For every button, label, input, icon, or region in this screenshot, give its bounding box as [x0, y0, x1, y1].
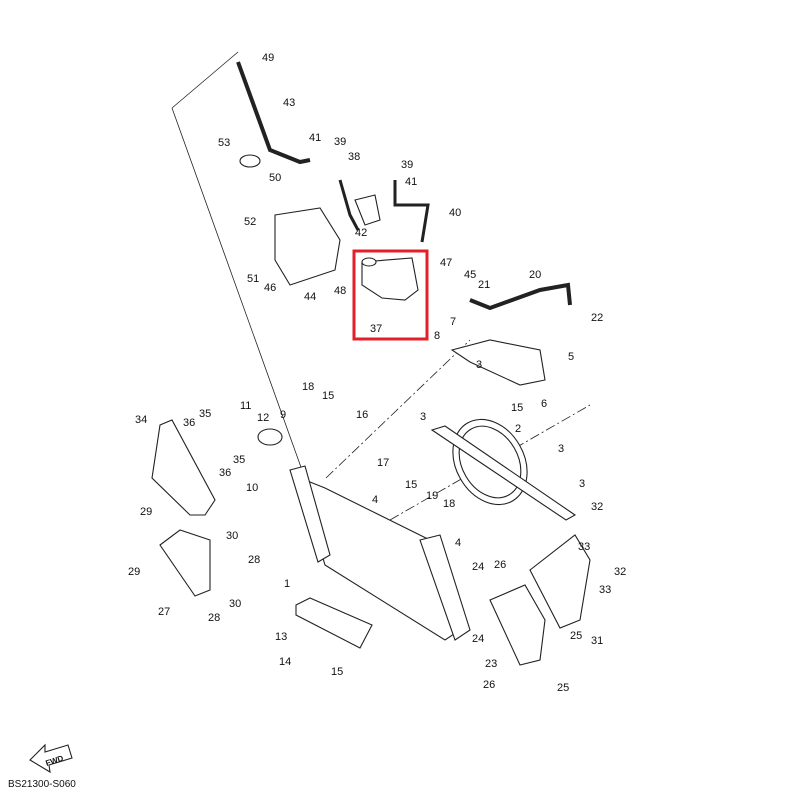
bracket-27	[159, 529, 211, 597]
reservoir-tank-37	[361, 257, 419, 301]
hose-38	[338, 179, 360, 231]
callout-39: 39	[334, 136, 346, 148]
callout-17: 17	[377, 457, 389, 469]
radiator-side-tank-right	[419, 534, 471, 641]
callout-11: 11	[240, 400, 251, 412]
callout-36: 36	[219, 467, 231, 479]
callout-29: 29	[128, 566, 140, 578]
callout-33: 33	[599, 584, 611, 596]
callout-18: 18	[302, 381, 314, 393]
callout-24: 24	[472, 561, 484, 573]
callout-23: 23	[485, 658, 497, 670]
callout-26: 26	[494, 559, 506, 571]
callout-32: 32	[591, 501, 603, 513]
callout-16: 16	[356, 409, 368, 421]
callout-28: 28	[248, 554, 260, 566]
callout-5: 5	[568, 351, 574, 363]
callout-53: 53	[218, 137, 230, 149]
callout-18: 18	[443, 498, 455, 510]
callout-41: 41	[405, 176, 417, 188]
bracket-23	[489, 584, 546, 666]
clamp-53	[239, 154, 261, 168]
callout-38: 38	[348, 151, 360, 163]
callout-2: 2	[515, 423, 521, 435]
callout-35: 35	[233, 454, 245, 466]
callout-33: 33	[578, 541, 590, 553]
callout-51: 51	[247, 273, 259, 285]
callout-27: 27	[158, 606, 170, 618]
callout-21: 21	[478, 279, 490, 291]
callout-15: 15	[331, 666, 343, 678]
side-cover-31	[529, 534, 591, 629]
assembly-line	[171, 51, 303, 471]
radiator-side-tank	[289, 465, 331, 563]
callout-40: 40	[449, 207, 461, 219]
callout-47: 47	[440, 257, 452, 269]
assembly-line	[325, 339, 591, 521]
callout-24: 24	[472, 633, 484, 645]
callout-22: 22	[591, 312, 603, 324]
callout-3: 3	[420, 411, 426, 423]
callout-26: 26	[483, 679, 495, 691]
callout-49: 49	[262, 52, 274, 64]
callout-30: 30	[226, 530, 238, 542]
callout-4: 4	[455, 537, 461, 549]
callout-32: 32	[614, 566, 626, 578]
callout-9: 9	[280, 409, 286, 421]
callout-7: 7	[450, 316, 456, 328]
callout-15: 15	[322, 390, 334, 402]
radiator-guard-13	[295, 597, 373, 649]
callout-25: 25	[570, 630, 582, 642]
callout-41: 41	[309, 132, 321, 144]
callout-15: 15	[511, 402, 523, 414]
callout-52: 52	[244, 216, 256, 228]
callout-14: 14	[279, 656, 291, 668]
fwd-arrow-icon	[29, 743, 73, 774]
callout-35: 35	[199, 408, 211, 420]
callout-42: 42	[355, 227, 367, 239]
callout-48: 48	[334, 285, 346, 297]
callout-31: 31	[591, 635, 603, 647]
callout-15: 15	[405, 479, 417, 491]
callout-10: 10	[246, 482, 258, 494]
highlight-box	[352, 249, 429, 341]
fan-bracket	[430, 425, 577, 521]
callout-13: 13	[275, 631, 287, 643]
callout-25: 25	[557, 682, 569, 694]
callout-29: 29	[140, 506, 152, 518]
radiator-hose-20	[469, 282, 572, 311]
side-cover-34	[151, 419, 216, 516]
callout-43: 43	[283, 97, 295, 109]
callout-3: 3	[476, 359, 482, 371]
callout-34: 34	[135, 414, 147, 426]
callout-8: 8	[434, 330, 440, 342]
callout-20: 20	[529, 269, 541, 281]
callout-28: 28	[208, 612, 220, 624]
tank-cap	[361, 257, 377, 267]
callout-45: 45	[464, 269, 476, 281]
callout-3: 3	[558, 443, 564, 455]
callout-4: 4	[372, 494, 378, 506]
callout-1: 1	[284, 578, 290, 590]
diagram-code: BS21300-S060	[8, 779, 76, 790]
radiator-cap-9	[257, 428, 283, 446]
callout-44: 44	[304, 291, 316, 303]
reservoir-cover	[274, 207, 341, 286]
hose-40	[393, 180, 430, 243]
callout-3: 3	[579, 478, 585, 490]
callout-19: 19	[426, 490, 438, 502]
breather-hose-43	[236, 61, 311, 165]
bracket-42	[354, 194, 381, 226]
callout-12: 12	[257, 412, 269, 424]
shroud-5	[450, 339, 546, 386]
callout-6: 6	[541, 398, 547, 410]
callout-36: 36	[183, 417, 195, 429]
callout-46: 46	[264, 282, 276, 294]
callout-50: 50	[269, 172, 281, 184]
callout-37: 37	[370, 323, 382, 335]
callout-39: 39	[401, 159, 413, 171]
callout-30: 30	[229, 598, 241, 610]
